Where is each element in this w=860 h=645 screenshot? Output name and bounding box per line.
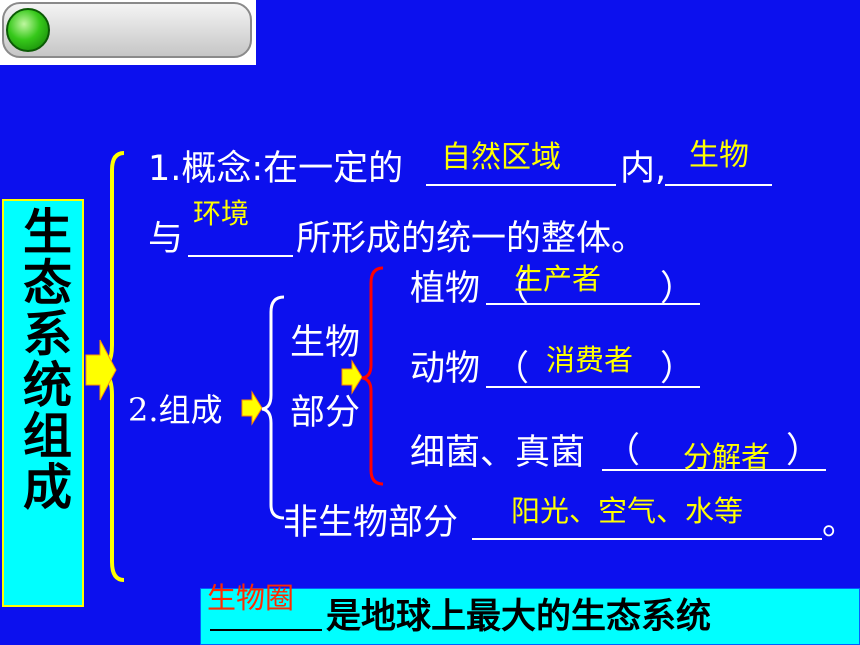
concept-line2-end: 所形成的统一的整体。 bbox=[296, 219, 647, 259]
bio-part-line2: 部分 bbox=[290, 393, 361, 433]
concept-line2-start: 与 bbox=[148, 219, 184, 259]
composition-brace bbox=[261, 295, 285, 520]
blank-region bbox=[426, 184, 616, 186]
title-box bbox=[2, 199, 84, 607]
title-arrow-icon bbox=[85, 339, 117, 401]
green-button-icon[interactable] bbox=[6, 8, 50, 52]
bio-arrow-icon bbox=[341, 359, 363, 395]
blank-animals bbox=[486, 386, 700, 388]
animals-label: 动物 bbox=[410, 349, 481, 389]
nonbio-label: 非生物部分 bbox=[283, 503, 459, 543]
plants-open-paren: （ bbox=[494, 269, 530, 309]
composition-label: 2.组成 bbox=[128, 391, 223, 429]
microbes-close-paren: ） bbox=[786, 431, 822, 471]
answer-region: 自然区域 bbox=[441, 140, 561, 175]
microbes-open-paren: （ bbox=[605, 431, 641, 471]
blank-plants bbox=[486, 303, 700, 305]
blank-environment bbox=[188, 255, 293, 257]
composition-arrow-icon bbox=[241, 390, 263, 426]
answer-abiotic: 阳光、空气、水等 bbox=[511, 494, 744, 528]
plants-label: 植物 bbox=[410, 269, 481, 309]
blank-organism bbox=[665, 184, 772, 186]
footer-box bbox=[200, 588, 860, 645]
blank-biosphere bbox=[210, 629, 322, 631]
answer-environment: 环境 bbox=[193, 197, 250, 230]
answer-producer: 生产者 bbox=[514, 262, 602, 296]
bio-part-line1: 生物 bbox=[290, 323, 361, 363]
animals-open-paren: （ bbox=[494, 349, 530, 389]
answer-biosphere: 生物圈 bbox=[207, 581, 295, 615]
answer-consumer: 消费者 bbox=[546, 343, 634, 377]
animals-close-paren: ） bbox=[660, 349, 696, 389]
blank-microbes bbox=[602, 469, 826, 471]
concept-prefix: 1.概念:在一定的 bbox=[148, 149, 404, 189]
microbes-label: 细菌、真菌 bbox=[410, 433, 586, 473]
plants-close-paren: ） bbox=[660, 269, 696, 309]
slide-title: 生态系统组成 bbox=[15, 206, 72, 512]
organism-brace bbox=[361, 266, 384, 486]
answer-organism: 生物 bbox=[689, 138, 749, 173]
nonbio-period: 。 bbox=[822, 503, 858, 543]
blank-nonbio bbox=[472, 538, 822, 540]
answer-decomposer: 分解者 bbox=[683, 440, 771, 474]
footer-text: 是地球上最大的生态系统 bbox=[326, 597, 712, 637]
concept-mid: 内, bbox=[620, 149, 667, 189]
